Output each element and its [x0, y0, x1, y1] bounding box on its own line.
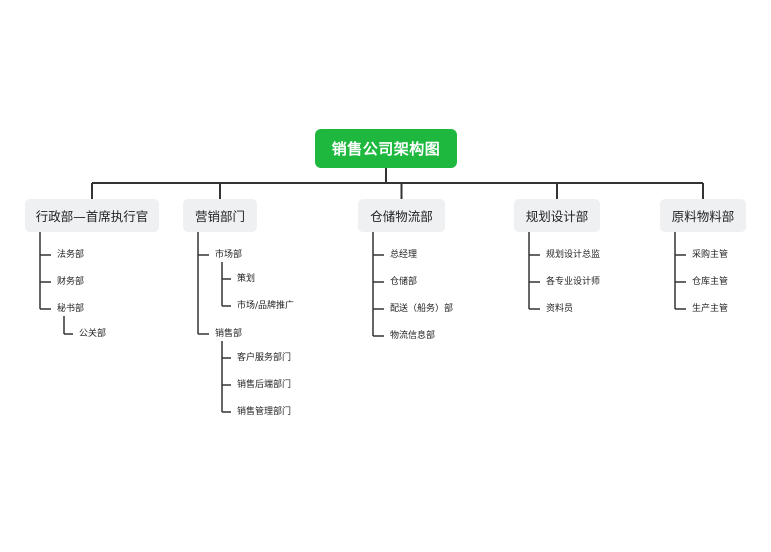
department-item[interactable]: 仓库主管 [692, 277, 729, 287]
department-item[interactable]: 财务部 [57, 277, 85, 287]
sub-department-item[interactable]: 客户服务部门 [237, 353, 292, 363]
department-item[interactable]: 总经理 [390, 250, 418, 260]
sub-department-item[interactable]: 销售后端部门 [237, 380, 292, 390]
sub-department-item[interactable]: 销售管理部门 [237, 407, 292, 417]
sub-department-item[interactable]: 公关部 [79, 329, 107, 339]
department-item[interactable]: 资料员 [546, 304, 574, 314]
department-item[interactable]: 采购主管 [692, 250, 729, 260]
department-item[interactable]: 配送（船务）部 [390, 304, 454, 314]
department-node[interactable]: 规划设计部 [514, 199, 600, 232]
department-item[interactable]: 各专业设计师 [546, 277, 601, 287]
department-item[interactable]: 规划设计总监 [546, 250, 601, 260]
department-item[interactable]: 法务部 [57, 250, 85, 260]
department-item[interactable]: 物流信息部 [390, 331, 436, 341]
department-node[interactable]: 营销部门 [183, 199, 257, 232]
department-item[interactable]: 销售部 [215, 329, 243, 339]
department-item[interactable]: 市场部 [215, 250, 243, 260]
sub-department-item[interactable]: 市场/品牌推广 [237, 301, 295, 311]
department-node[interactable]: 原料物料部 [660, 199, 746, 232]
department-item[interactable]: 秘书部 [57, 304, 85, 314]
root-node-title[interactable]: 销售公司架构图 [315, 129, 457, 168]
department-item[interactable]: 生产主管 [692, 304, 729, 314]
department-item[interactable]: 仓储部 [390, 277, 418, 287]
department-node[interactable]: 行政部—首席执行官 [25, 199, 159, 232]
sub-department-item[interactable]: 策划 [237, 274, 256, 284]
department-node[interactable]: 仓储物流部 [358, 199, 445, 232]
